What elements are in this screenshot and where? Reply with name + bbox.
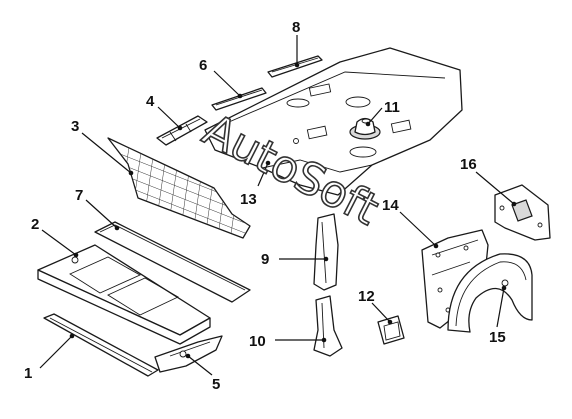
- part-small-clip: [377, 315, 405, 345]
- callout-7: 7: [75, 187, 83, 204]
- callout-4: 4: [146, 93, 155, 110]
- callout-12: 12: [358, 288, 375, 305]
- callout-13: 13: [240, 191, 257, 208]
- callout-3: 3: [71, 118, 79, 135]
- callout-6: 6: [199, 57, 207, 74]
- part-headliner: [204, 47, 463, 196]
- callout-1: 1: [24, 365, 32, 382]
- part-upper-quarter-trim: [494, 184, 551, 241]
- part-rear-shelf-strip: [94, 221, 251, 303]
- part-wheel-arch-liner: [447, 253, 533, 333]
- callout-9: 9: [261, 251, 269, 268]
- part-dome-light: [349, 117, 381, 140]
- part-roof-rail-rear: [267, 55, 323, 78]
- callout-8: 8: [292, 19, 300, 36]
- part-lower-sill-strip: [43, 313, 159, 377]
- leader-lines: [39, 35, 517, 376]
- callout-11: 11: [384, 99, 400, 116]
- part-b-pillar-trim: [313, 213, 339, 291]
- callout-5: 5: [212, 376, 220, 393]
- part-lower-pillar-trim: [313, 295, 343, 357]
- callout-2: 2: [31, 216, 39, 233]
- callout-16: 16: [460, 156, 477, 173]
- callout-15: 15: [489, 329, 506, 346]
- callout-10: 10: [249, 333, 266, 350]
- callout-14: 14: [382, 197, 399, 214]
